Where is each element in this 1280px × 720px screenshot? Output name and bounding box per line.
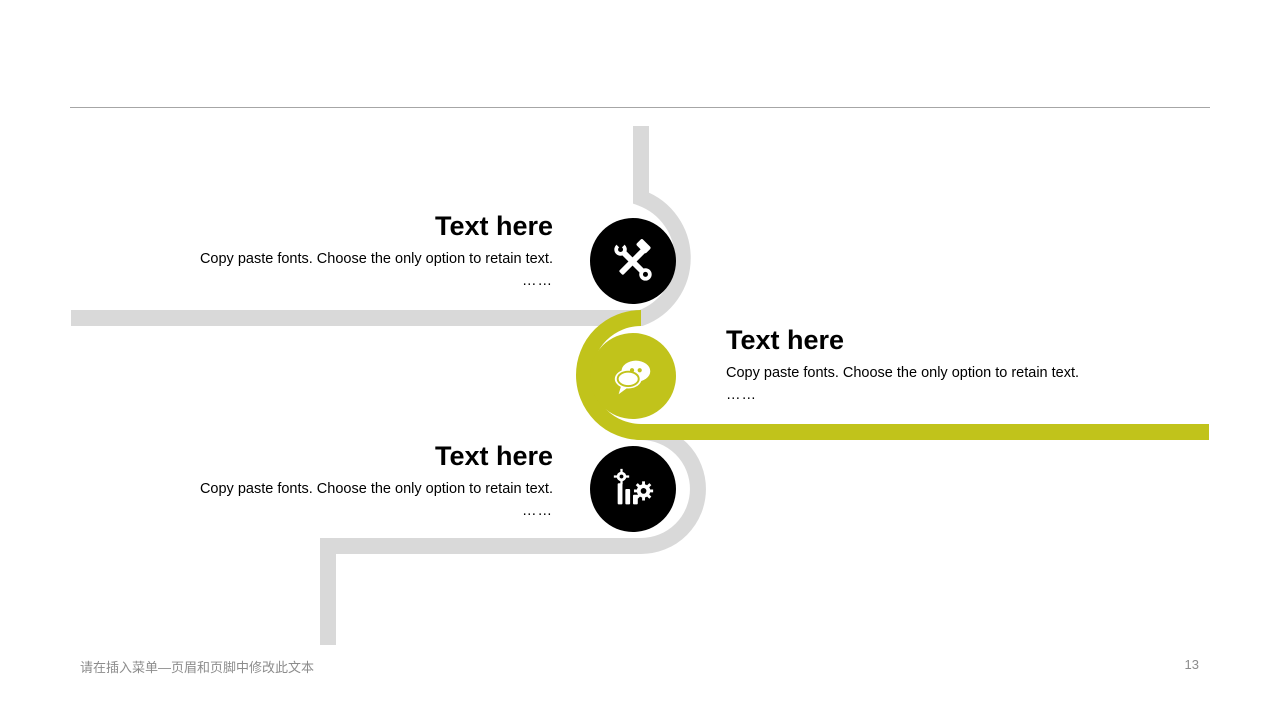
step-2-description: Copy paste fonts. Choose the only option… [726,365,1080,381]
footer-text: 请在插入菜单—页眉和页脚中修改此文本 [80,660,315,675]
chart-gear-icon [613,468,654,505]
step-2-title: Text here [726,325,845,355]
step-1-text: Text here Copy paste fonts. Choose the o… [200,210,553,292]
step-2-ellipsis: …… [726,387,757,403]
top-divider [70,107,1210,108]
step-2-text: Text here Copy paste fonts. Choose the o… [726,324,1079,406]
step-3-ellipsis: …… [522,503,553,519]
step-2-icon-circle [590,333,676,419]
chat-bubble-icon [614,360,651,395]
step-1-title: Text here [434,211,553,241]
page-number: 13 [1184,657,1199,672]
step-3-title: Text here [434,441,553,471]
step-1-description: Copy paste fonts. Choose the only option… [199,251,553,267]
step-3-icon-circle [590,446,676,532]
track-segment-1 [71,126,691,326]
step-3-text: Text here Copy paste fonts. Choose the o… [200,440,553,522]
track-segment-2 [576,310,1209,440]
step-3-description: Copy paste fonts. Choose the only option… [199,481,553,497]
step-1-ellipsis: …… [522,273,553,289]
step-1-icon-circle [590,218,676,304]
tools-icon [614,239,652,281]
